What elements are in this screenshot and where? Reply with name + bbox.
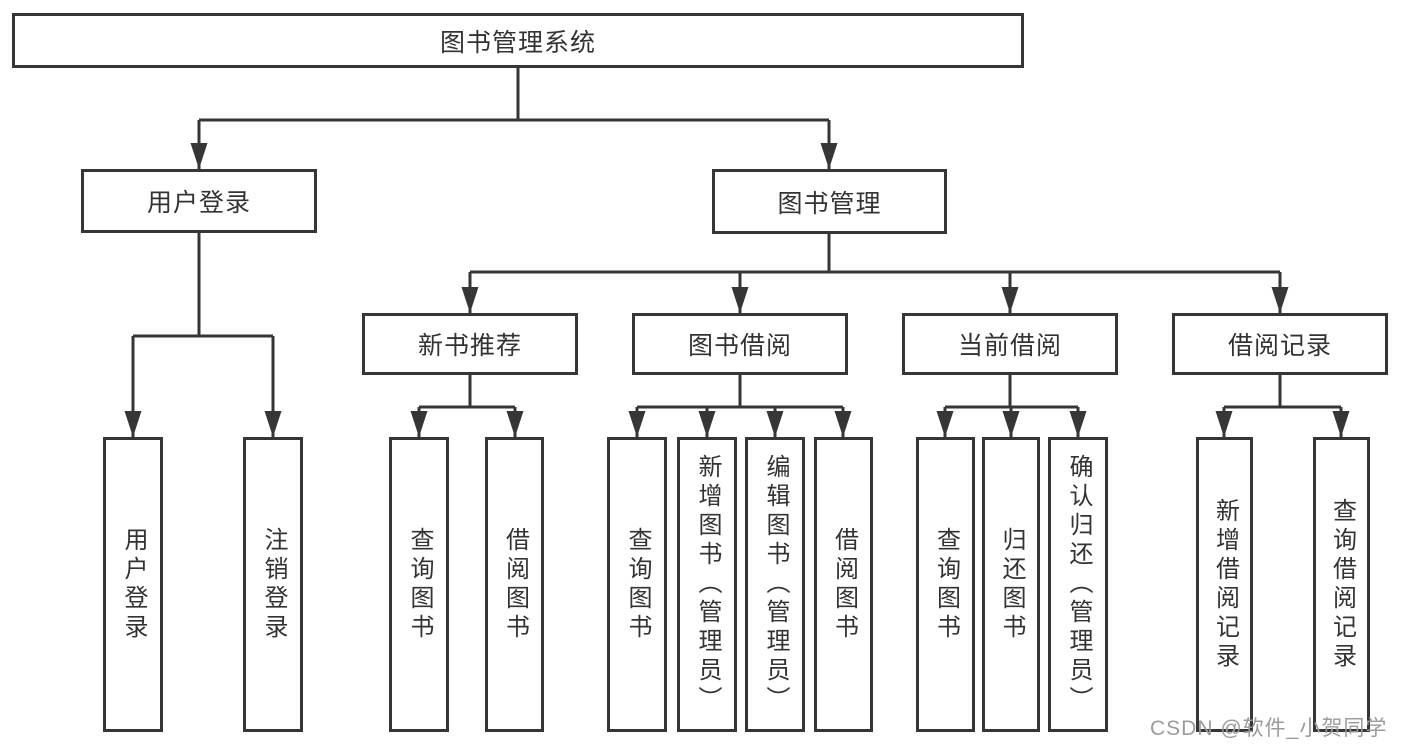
connector-book-mgmt-to-level3 [461, 234, 1289, 313]
connector-book-borrow-children [628, 375, 852, 437]
connector-new-book-rec-children [410, 375, 524, 437]
node-leaf-cb-return-book: 归还图书 [982, 437, 1040, 732]
node-leaf-bb-add-book-admin: 新增图书（管理员） [677, 437, 737, 732]
node-leaf-logout: 注销登录 [243, 437, 303, 732]
node-library-system: 图书管理系统 [12, 13, 1024, 68]
node-leaf-bb-query-book: 查询图书 [607, 437, 667, 732]
node-new-book-recommendation: 新书推荐 [362, 313, 578, 375]
connector-user-login-children [124, 233, 282, 437]
node-leaf-cb-confirm-return-admin: 确认归还（管理员） [1048, 437, 1108, 732]
node-leaf-rec-borrow-book: 借阅图书 [485, 437, 544, 732]
csdn-watermark: CSDN @软件_小贺同学 [1150, 717, 1388, 740]
node-borrowing-records: 借阅记录 [1172, 313, 1388, 375]
node-leaf-br-query-record: 查询借阅记录 [1313, 437, 1370, 732]
node-leaf-bb-edit-book-admin: 编辑图书（管理员） [745, 437, 805, 732]
node-book-management: 图书管理 [712, 169, 947, 234]
connector-root-to-level2 [190, 68, 838, 169]
node-current-borrowing: 当前借阅 [902, 313, 1118, 375]
node-leaf-cb-query-book: 查询图书 [916, 437, 975, 732]
node-book-borrowing: 图书借阅 [632, 313, 848, 375]
node-user-login: 用户登录 [81, 169, 317, 233]
connector-borrow-record-children [1215, 375, 1350, 437]
connector-current-borrow-children [936, 375, 1087, 437]
node-leaf-user-login: 用户登录 [103, 437, 163, 732]
node-leaf-br-add-record: 新增借阅记录 [1196, 437, 1253, 732]
node-leaf-bb-borrow-book: 借阅图书 [814, 437, 873, 732]
node-leaf-rec-query-book: 查询图书 [389, 437, 449, 732]
